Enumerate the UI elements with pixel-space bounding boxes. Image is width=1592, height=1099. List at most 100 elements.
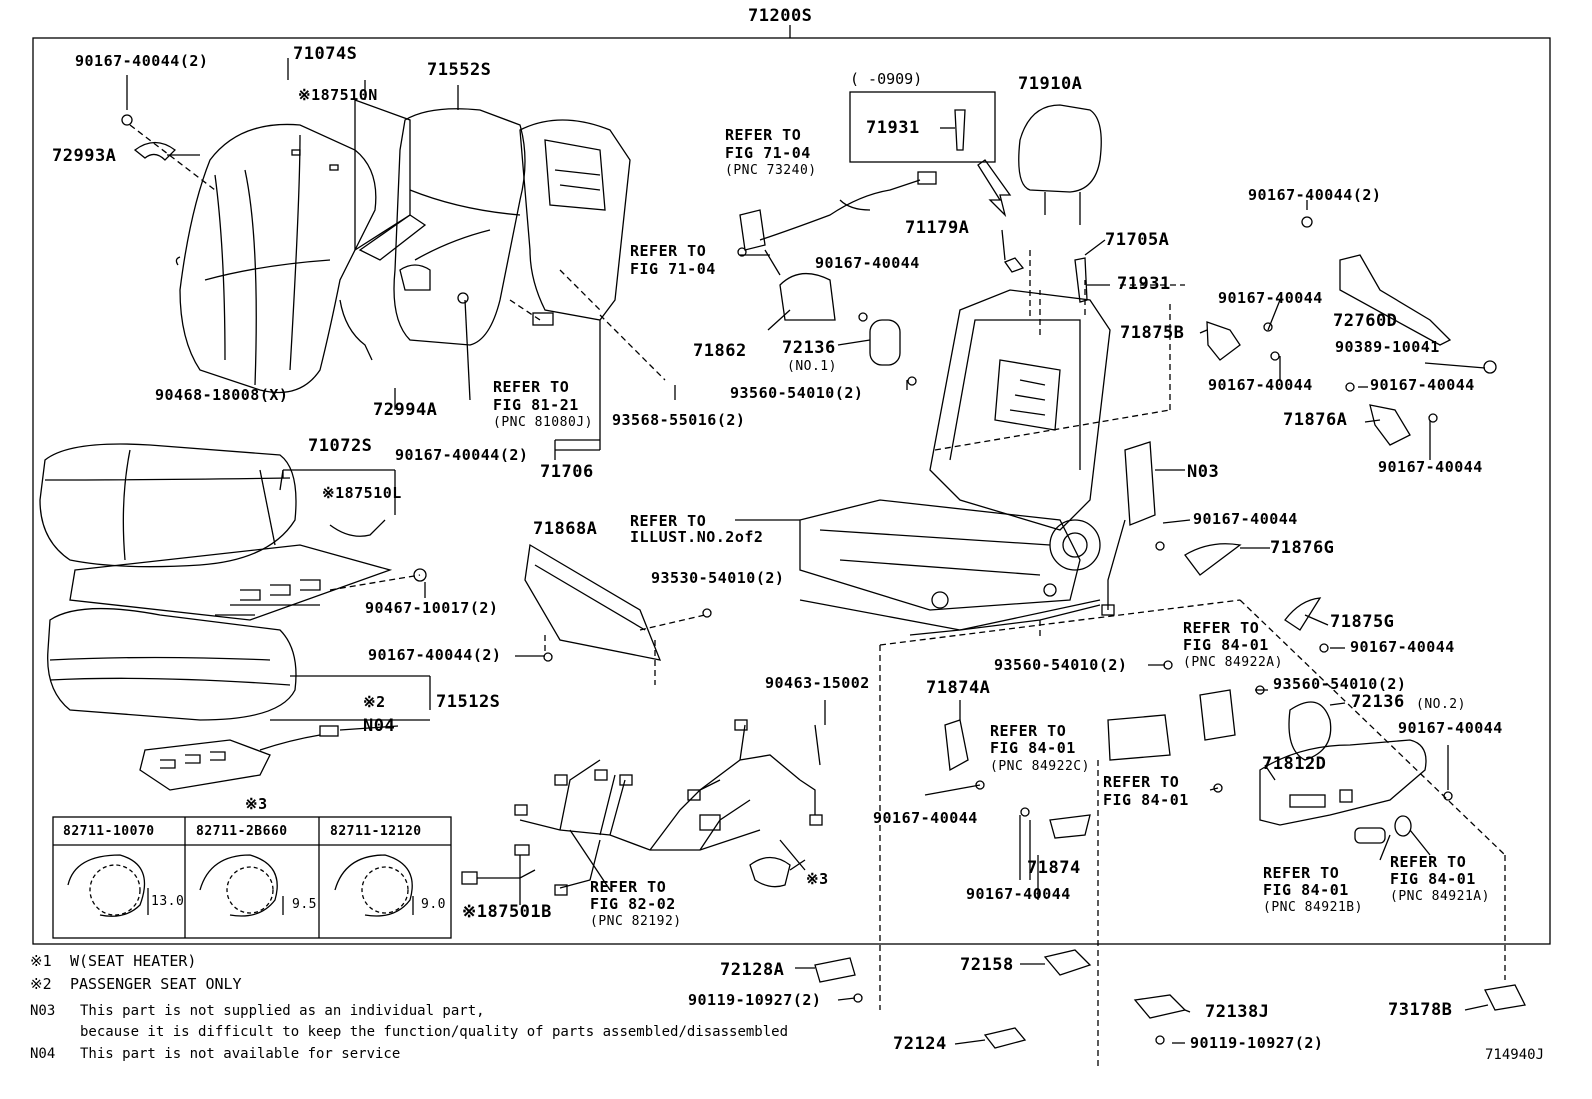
refer-to-label[interactable]: REFER TO (725, 126, 802, 144)
part-label[interactable]: ※187501B (462, 902, 552, 922)
part-label[interactable]: 90167-40044 (1350, 638, 1455, 656)
part-label: (NO.1) (787, 359, 837, 374)
part-label[interactable]: 90167-40044 (815, 254, 920, 272)
refer-to-label[interactable]: REFER TO (590, 878, 667, 896)
part-label: (PNC 82192) (590, 914, 682, 929)
part-label[interactable]: 90167-40044 (873, 809, 978, 827)
part-label[interactable]: 71512S (436, 692, 501, 712)
part-label[interactable]: 90167-40044 (1378, 458, 1483, 476)
part-label[interactable]: 90463-15002 (765, 674, 870, 692)
part-label[interactable]: 71812D (1262, 754, 1327, 774)
part-label[interactable]: 71874A (926, 678, 991, 698)
part-label[interactable]: 93560-54010(2) (1273, 675, 1407, 693)
part-label[interactable]: 71910A (1018, 74, 1083, 94)
part-label[interactable]: 90119-10927(2) (1190, 1034, 1324, 1052)
part-label[interactable]: 90167-40044(2) (395, 446, 529, 464)
part-label[interactable]: 90167-40044(2) (1248, 186, 1382, 204)
part-label[interactable]: 71862 (693, 341, 747, 361)
refer-to-label[interactable]: REFER TO (1103, 773, 1180, 791)
part-label[interactable]: 71179A (905, 218, 970, 238)
refer-to-label[interactable]: REFER TO (1183, 619, 1260, 637)
part-label: ※2 (363, 693, 386, 711)
part-label: (PNC 84921A) (1390, 889, 1490, 904)
headrest-guide-shape (954, 109, 966, 151)
part-label[interactable]: 93560-54010(2) (730, 384, 864, 402)
part-label[interactable]: FIG 84-01 (1103, 791, 1189, 809)
part-label[interactable]: 71876A (1283, 410, 1348, 430)
part-label[interactable]: 90167-40044 (1208, 376, 1313, 394)
part-label[interactable]: 72136 (1351, 692, 1405, 712)
part-label[interactable]: 90167-40044 (966, 885, 1071, 903)
part-label[interactable]: 71868A (533, 519, 598, 539)
part-label[interactable]: ※187510N (298, 86, 378, 104)
legend-mark: ※1 (30, 952, 52, 970)
table-dimension: 13.0 (151, 894, 185, 909)
part-label[interactable]: 71074S (293, 44, 358, 64)
part-label[interactable]: 71874 (1027, 858, 1081, 878)
part-label[interactable]: ※187510L (322, 484, 402, 502)
part-label[interactable]: 90167-40044 (1193, 510, 1298, 528)
part-label[interactable]: 93568-55016(2) (612, 411, 746, 429)
part-label[interactable]: 71705A (1105, 230, 1170, 250)
part-label[interactable]: 90467-10017(2) (365, 599, 499, 617)
seatback-cover-shape (179, 123, 377, 394)
part-label[interactable]: 72994A (373, 400, 438, 420)
part-label[interactable]: 90389-10041 (1335, 338, 1440, 356)
refer-to-label[interactable]: REFER TO (1390, 853, 1467, 871)
refer-to-label[interactable]: REFER TO (990, 722, 1067, 740)
part-label[interactable]: ILLUST.NO.2of2 (630, 528, 764, 546)
n04-heater-shape (139, 739, 271, 791)
table-header: 82711-10070 (63, 824, 155, 839)
part-label[interactable]: 71552S (427, 60, 492, 80)
part-label[interactable]: FIG 84-01 (1390, 870, 1476, 888)
part-label[interactable]: 73178B (1388, 1000, 1453, 1020)
part-label[interactable]: FIG 84-01 (990, 739, 1076, 757)
part-label[interactable]: 72124 (893, 1034, 947, 1054)
table-header: 82711-12120 (330, 824, 422, 839)
part-label[interactable]: 72993A (52, 146, 117, 166)
part-label[interactable]: 90167-40044 (1370, 376, 1475, 394)
part-label[interactable]: FIG 84-01 (1183, 636, 1269, 654)
part-label[interactable]: 72138J (1205, 1002, 1270, 1022)
cover-72128a (814, 957, 856, 983)
part-label[interactable]: 71931 (1117, 274, 1171, 294)
table-clip-2 (199, 854, 284, 917)
legend-text: W(SEAT HEATER) (70, 952, 197, 970)
part-label[interactable]: 71072S (308, 436, 373, 456)
part-label[interactable]: 72158 (960, 955, 1014, 975)
refer-to-label[interactable]: REFER TO (630, 512, 707, 530)
part-label[interactable]: 72760D (1333, 311, 1398, 331)
part-label[interactable]: 90119-10927(2) (688, 991, 822, 1009)
side-shield-shape (524, 543, 662, 661)
part-label[interactable]: 72128A (720, 960, 785, 980)
part-label[interactable]: FIG 71-04 (630, 260, 716, 278)
part-label[interactable]: 90167-40044 (1398, 719, 1503, 737)
part-label[interactable]: 90167-40044(2) (368, 646, 502, 664)
part-label[interactable]: 90167-40044(2) (75, 52, 209, 70)
part-label[interactable]: 71876G (1270, 538, 1335, 558)
part-label[interactable]: 71875B (1120, 323, 1185, 343)
part-label[interactable]: 93560-54010(2) (994, 656, 1128, 674)
part-label[interactable]: 90468-18008(X) (155, 386, 289, 404)
refer-to-label[interactable]: REFER TO (1263, 864, 1340, 882)
part-label[interactable]: 71875G (1330, 612, 1395, 632)
part-label[interactable]: FIG 81-21 (493, 396, 579, 414)
part-label: (PNC 73240) (725, 163, 817, 178)
refer-to-label[interactable]: REFER TO (493, 378, 570, 396)
refer-to-label[interactable]: REFER TO (630, 242, 707, 260)
legend-text: PASSENGER SEAT ONLY (70, 975, 242, 993)
part-label[interactable]: FIG 82-02 (590, 895, 676, 913)
part-label[interactable]: FIG 84-01 (1263, 881, 1349, 899)
part-label[interactable]: FIG 71-04 (725, 144, 811, 162)
bracket-71874 (1049, 814, 1091, 839)
switch-84922a (1199, 689, 1236, 741)
part-label: (PNC 81080J) (493, 415, 593, 430)
part-label[interactable]: N04 (363, 716, 396, 736)
part-label[interactable]: N03 (1187, 462, 1220, 482)
part-label[interactable]: 72136 (782, 338, 836, 358)
part-label[interactable]: 90167-40044 (1218, 289, 1323, 307)
part-label[interactable]: 71931 (866, 118, 920, 138)
part-label[interactable]: 93530-54010(2) (651, 569, 785, 587)
part-label[interactable]: 71706 (540, 462, 594, 482)
